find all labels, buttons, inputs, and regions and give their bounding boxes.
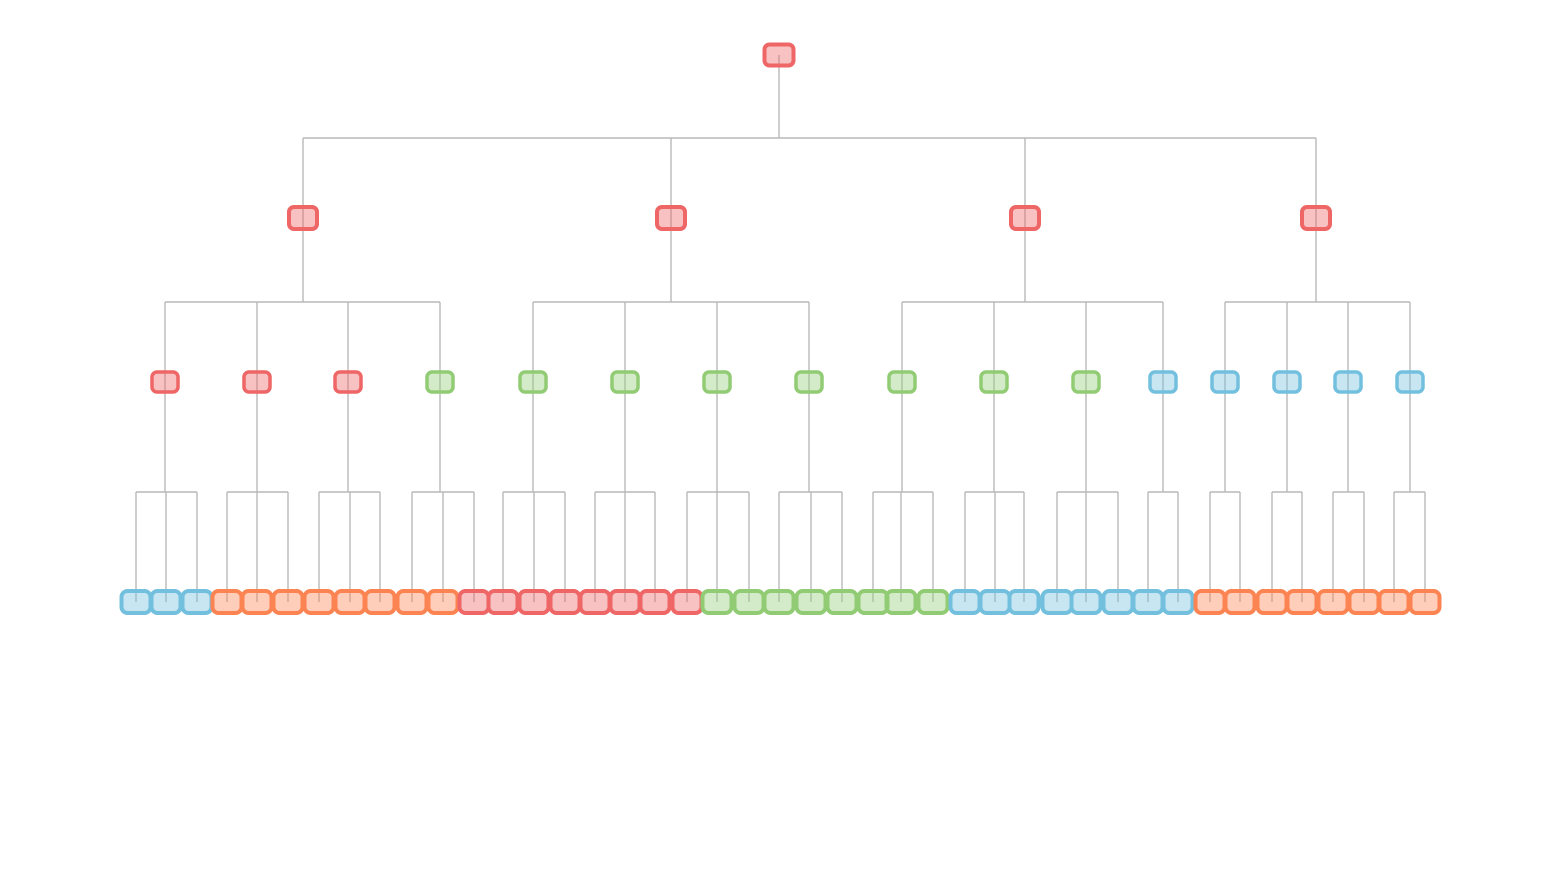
tree-node-orange-depth3[interactable] bbox=[271, 589, 305, 615]
tree-node-red-depth1[interactable] bbox=[1300, 205, 1332, 231]
tree-node-orange-depth3[interactable] bbox=[426, 589, 460, 615]
tree-node-red-depth3[interactable] bbox=[548, 589, 582, 615]
tree-node-green-depth2[interactable] bbox=[702, 370, 732, 394]
tree-node-red-depth3[interactable] bbox=[457, 589, 491, 615]
tree-node-orange-depth3[interactable] bbox=[1193, 589, 1227, 615]
tree-node-green-depth2[interactable] bbox=[610, 370, 640, 394]
tree-node-blue-depth2[interactable] bbox=[1210, 370, 1240, 394]
tree-node-blue-depth3[interactable] bbox=[1007, 589, 1041, 615]
tree-node-orange-depth3[interactable] bbox=[1285, 589, 1319, 615]
tree-node-blue-depth3[interactable] bbox=[1101, 589, 1135, 615]
tree-node-green-depth3[interactable] bbox=[856, 589, 890, 615]
tree-node-green-depth3[interactable] bbox=[884, 589, 918, 615]
tree-node-orange-depth3[interactable] bbox=[1223, 589, 1257, 615]
tree-node-orange-depth3[interactable] bbox=[1408, 589, 1442, 615]
tree-node-blue-depth3[interactable] bbox=[1161, 589, 1195, 615]
tree-node-green-depth3[interactable] bbox=[916, 589, 950, 615]
tree-node-blue-depth3[interactable] bbox=[978, 589, 1012, 615]
tree-node-orange-depth3[interactable] bbox=[1347, 589, 1381, 615]
tree-node-blue-depth3[interactable] bbox=[180, 589, 214, 615]
tree-node-orange-depth3[interactable] bbox=[333, 589, 367, 615]
tree-node-blue-depth3[interactable] bbox=[119, 589, 153, 615]
tree-node-green-depth2[interactable] bbox=[425, 370, 455, 394]
tree-node-red-depth3[interactable] bbox=[608, 589, 642, 615]
tree-node-orange-depth3[interactable] bbox=[363, 589, 397, 615]
tree-node-green-depth2[interactable] bbox=[518, 370, 548, 394]
tree-node-red-depth3[interactable] bbox=[638, 589, 672, 615]
tree-node-orange-depth3[interactable] bbox=[210, 589, 244, 615]
tree-node-red-depth0[interactable] bbox=[762, 42, 796, 68]
tree-node-red-depth3[interactable] bbox=[486, 589, 520, 615]
tree-node-green-depth2[interactable] bbox=[887, 370, 917, 394]
tree-node-blue-depth3[interactable] bbox=[1040, 589, 1074, 615]
tree-node-blue-depth2[interactable] bbox=[1395, 370, 1425, 394]
tree-node-blue-depth3[interactable] bbox=[1069, 589, 1103, 615]
tree-node-red-depth1[interactable] bbox=[1009, 205, 1041, 231]
tree-node-green-depth3[interactable] bbox=[732, 589, 766, 615]
tree-node-orange-depth3[interactable] bbox=[302, 589, 336, 615]
tree-node-orange-depth3[interactable] bbox=[1255, 589, 1289, 615]
tree-nodes-layer bbox=[119, 42, 1442, 615]
tree-node-orange-depth3[interactable] bbox=[240, 589, 274, 615]
tree-node-green-depth2[interactable] bbox=[979, 370, 1009, 394]
tree-node-blue-depth3[interactable] bbox=[149, 589, 183, 615]
tree-node-green-depth2[interactable] bbox=[1071, 370, 1101, 394]
tree-node-red-depth2[interactable] bbox=[242, 370, 272, 394]
tree-node-orange-depth3[interactable] bbox=[395, 589, 429, 615]
tree-node-green-depth3[interactable] bbox=[825, 589, 859, 615]
tree-node-red-depth2[interactable] bbox=[150, 370, 180, 394]
tree-node-red-depth1[interactable] bbox=[287, 205, 319, 231]
tree-node-blue-depth3[interactable] bbox=[948, 589, 982, 615]
tree-node-blue-depth2[interactable] bbox=[1148, 370, 1178, 394]
tree-node-red-depth3[interactable] bbox=[578, 589, 612, 615]
tree-node-green-depth2[interactable] bbox=[794, 370, 824, 394]
tree-node-red-depth1[interactable] bbox=[655, 205, 687, 231]
tree-node-orange-depth3[interactable] bbox=[1377, 589, 1411, 615]
tree-node-blue-depth3[interactable] bbox=[1131, 589, 1165, 615]
tree-node-orange-depth3[interactable] bbox=[1316, 589, 1350, 615]
tree-node-red-depth3[interactable] bbox=[670, 589, 704, 615]
tree-edges-layer bbox=[135, 55, 1426, 602]
tree-node-blue-depth2[interactable] bbox=[1272, 370, 1302, 394]
tree-node-green-depth3[interactable] bbox=[700, 589, 734, 615]
tree-node-blue-depth2[interactable] bbox=[1333, 370, 1363, 394]
tree-node-green-depth3[interactable] bbox=[762, 589, 796, 615]
tree-node-red-depth3[interactable] bbox=[517, 589, 551, 615]
tree-node-green-depth3[interactable] bbox=[794, 589, 828, 615]
tree-node-red-depth2[interactable] bbox=[333, 370, 363, 394]
